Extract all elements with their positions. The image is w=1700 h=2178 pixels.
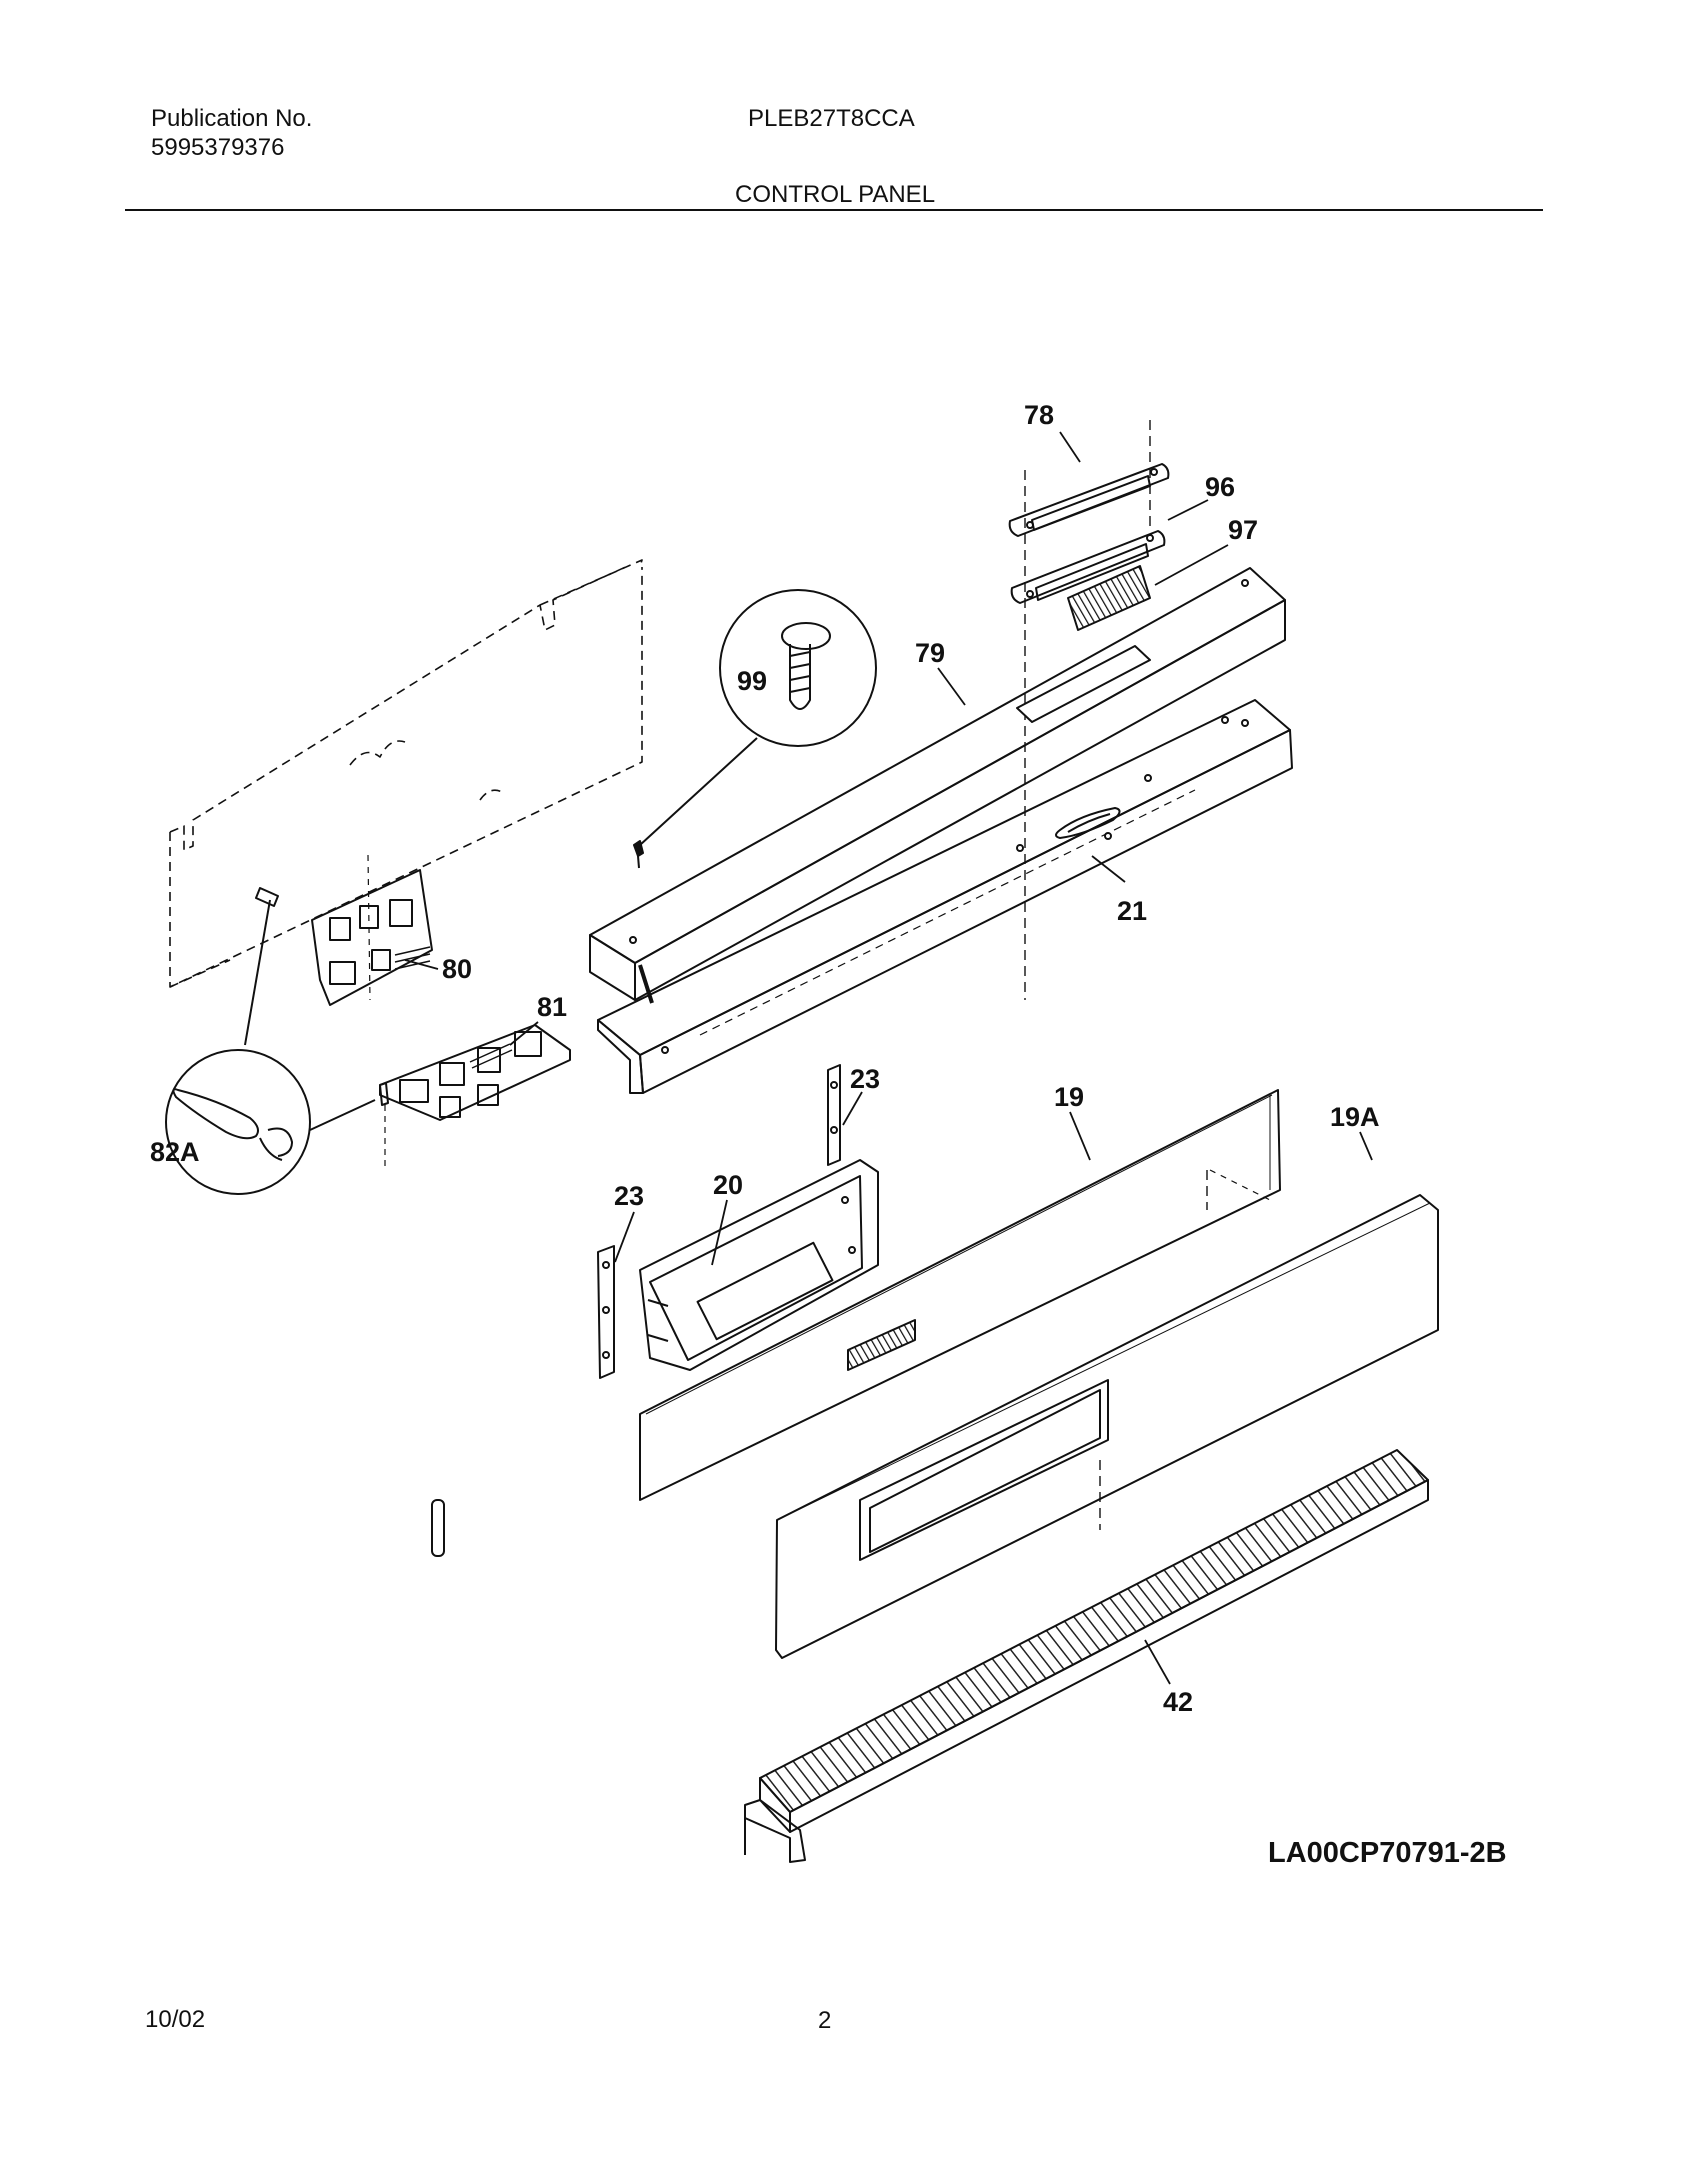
callout-79: 79	[915, 638, 945, 668]
drawing-code: LA00CP70791-2B	[1268, 1837, 1507, 1869]
part-42-vent-grille	[744, 1449, 1429, 1863]
callout-42: 42	[1163, 1687, 1193, 1717]
part-21-lower-channel	[597, 699, 1293, 1094]
part-23-bracket-right	[827, 1064, 841, 1166]
callout-81: 81	[537, 992, 567, 1022]
callout-23-lower: 23	[614, 1181, 644, 1211]
publication-label: Publication No.	[151, 105, 313, 132]
part-96-gasket	[1010, 530, 1166, 604]
section-title: CONTROL PANEL	[735, 181, 936, 208]
part-99-screw-detail	[633, 589, 877, 869]
part-97-display-filter	[1067, 565, 1151, 631]
callout-23-upper: 23	[850, 1064, 880, 1094]
part-19-panel-back	[639, 1089, 1281, 1501]
callout-99: 99	[737, 666, 767, 696]
callout-80: 80	[442, 954, 472, 984]
part-78-trim-ring	[1008, 463, 1170, 537]
part-82A-fastener	[165, 887, 389, 1195]
callout-19: 19	[1054, 1082, 1084, 1112]
part-81-relay-board	[379, 1024, 571, 1121]
part-23-bracket-left	[597, 1245, 615, 1379]
publication-number: 5995379376	[151, 134, 285, 161]
callout-82A: 82A	[150, 1137, 200, 1167]
callout-20: 20	[713, 1170, 743, 1200]
model-number: PLEB27T8CCA	[748, 105, 915, 132]
part-key	[431, 1499, 445, 1557]
footer-date: 10/02	[145, 2006, 206, 2033]
header-rule	[125, 209, 1543, 211]
part-80-control-board	[311, 854, 433, 1006]
callout-96: 96	[1205, 472, 1235, 502]
page-number: 2	[818, 2007, 832, 2034]
part-79-panel-housing	[589, 567, 1286, 1004]
callout-97: 97	[1228, 515, 1258, 545]
part-19A-overlay	[775, 1169, 1439, 1659]
callout-19A: 19A	[1330, 1102, 1380, 1132]
callout-78: 78	[1024, 400, 1054, 430]
callout-21: 21	[1117, 896, 1147, 926]
part-20-display-module	[639, 1159, 879, 1371]
cabinet-back-outline	[169, 559, 643, 988]
